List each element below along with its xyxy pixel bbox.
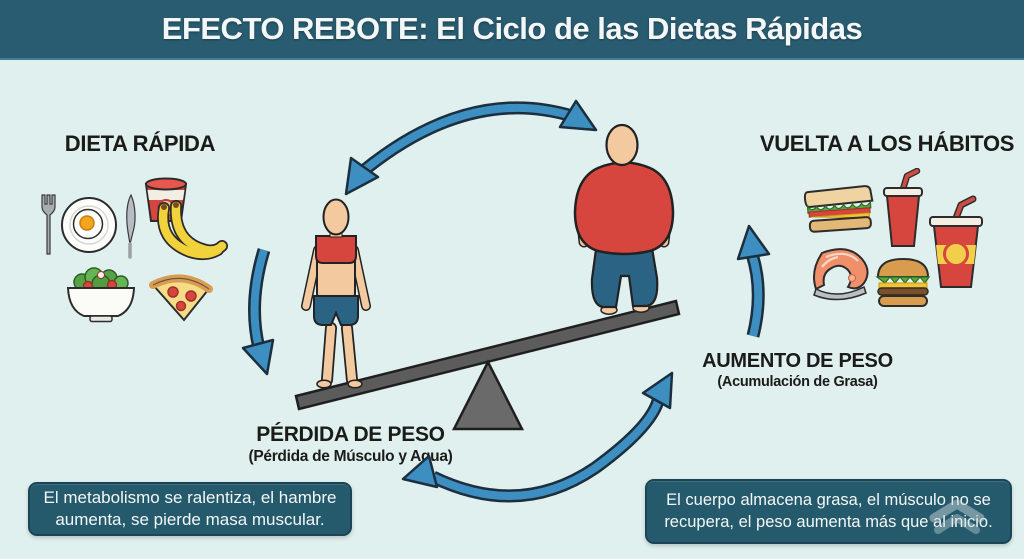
seesaw-fulcrum <box>451 359 525 431</box>
diet-rapida-label: DIETA RÁPIDA <box>64 131 216 156</box>
weight-loss-sublabel: (Pérdida de Músculo y Agua) <box>248 448 453 465</box>
weight-gain-label: AUMENTO DE PESO <box>702 350 893 372</box>
vuelta-habitos-label: VUELTA A LOS HÁBITOS <box>759 131 1015 156</box>
fat-storage-callout: El cuerpo almacena grasa, el músculo no … <box>645 479 1012 544</box>
large-soda-cup-icon <box>929 195 983 288</box>
weight-loss-label: PÉRDIDA DE PESO <box>256 423 445 446</box>
arrow-up-weight-gain <box>736 224 771 338</box>
salad-bowl-icon <box>66 267 136 323</box>
arrow-down-weight-loss <box>241 248 275 376</box>
sandwich-icon <box>803 185 874 233</box>
pizza-slice-icon <box>149 274 213 322</box>
hamburger-icon <box>875 257 931 307</box>
yogurt-cup-icon <box>144 177 188 222</box>
bananas-icon <box>157 200 228 261</box>
weight-gain-sublabel: (Acumulación de Grasa) <box>717 374 878 390</box>
weight-gain-caption: AUMENTO DE PESO (Acumulación de Grasa) <box>690 350 905 390</box>
seesaw-plank <box>294 299 681 411</box>
weight-loss-caption: PÉRDIDA DE PESO (Pérdida de Músculo y Ag… <box>228 423 473 466</box>
thin-person-figure <box>301 198 371 389</box>
metabolism-callout-text: El metabolismo se ralentiza, el hambre a… <box>43 487 337 529</box>
soda-cup-icon <box>883 168 923 247</box>
title-banner: EFECTO REBOTE: El Ciclo de las Dietas Rá… <box>0 0 1024 60</box>
metabolism-callout: El metabolismo se ralentiza, el hambre a… <box>28 482 352 536</box>
salmon-steak-icon <box>813 248 869 301</box>
heavy-person-figure <box>573 123 675 315</box>
fat-storage-callout-text: El cuerpo almacena grasa, el músculo no … <box>664 490 993 531</box>
cutlery-fried-egg-plate-icon <box>41 193 136 259</box>
page-title: EFECTO REBOTE: El Ciclo de las Dietas Rá… <box>161 11 863 46</box>
cycle-arrow-top <box>344 99 598 196</box>
